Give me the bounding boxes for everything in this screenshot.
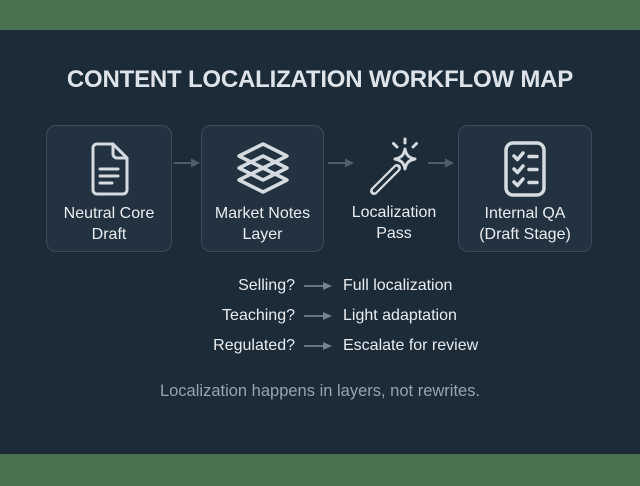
decision-answer: Light adaptation: [343, 307, 457, 324]
flow-arrow-icon: [428, 158, 454, 168]
decision-answer: Escalate for review: [343, 337, 479, 354]
decision-question: Teaching?: [222, 307, 295, 324]
decision-answer: Full localization: [343, 277, 453, 294]
step-label-line2: Draft: [91, 226, 127, 243]
decision-question: Selling?: [238, 277, 295, 294]
bottom-border-band: [0, 454, 640, 486]
step-localization-pass: Localization Pass: [338, 125, 450, 252]
decision-arrow-icon: [304, 311, 332, 321]
step-neutral-core-draft: Neutral Core Draft: [46, 125, 172, 252]
step-internal-qa: Internal QA (Draft Stage): [458, 125, 592, 252]
step-label-line1: Market Notes: [214, 205, 311, 222]
checklist-icon: [502, 139, 548, 199]
decision-row: Regulated? Escalate for review: [0, 331, 640, 361]
decision-list: Selling? Full localization Teaching? Lig…: [0, 271, 640, 361]
step-label-line2: (Draft Stage): [479, 226, 571, 243]
decision-row: Selling? Full localization: [0, 271, 640, 301]
flow-arrow-icon: [328, 158, 354, 168]
magic-wand-icon: [364, 137, 424, 198]
step-label: Internal QA (Draft Stage): [479, 203, 571, 245]
layers-icon: [234, 139, 292, 199]
decision-arrow-icon: [304, 281, 332, 291]
top-border-band: [0, 0, 640, 30]
step-label-line1: Neutral Core: [63, 205, 155, 222]
step-market-notes-layer: Market Notes Layer: [201, 125, 324, 252]
page-title: CONTENT LOCALIZATION WORKFLOW MAP: [66, 66, 574, 93]
step-label-line2: Pass: [376, 225, 412, 242]
step-label-line1: Localization: [351, 204, 437, 221]
step-label-line2: Layer: [242, 226, 283, 243]
decision-question: Regulated?: [213, 337, 295, 354]
caption-text: Localization happens in layers, not rewr…: [159, 382, 481, 400]
decision-arrow-icon: [304, 341, 332, 351]
step-label: Localization Pass: [352, 202, 437, 244]
step-label-line1: Internal QA: [484, 205, 566, 222]
step-label: Neutral Core Draft: [64, 203, 155, 245]
document-icon: [87, 139, 131, 199]
step-label: Market Notes Layer: [215, 203, 310, 245]
flow-arrow-icon: [174, 158, 200, 168]
decision-row: Teaching? Light adaptation: [0, 301, 640, 331]
